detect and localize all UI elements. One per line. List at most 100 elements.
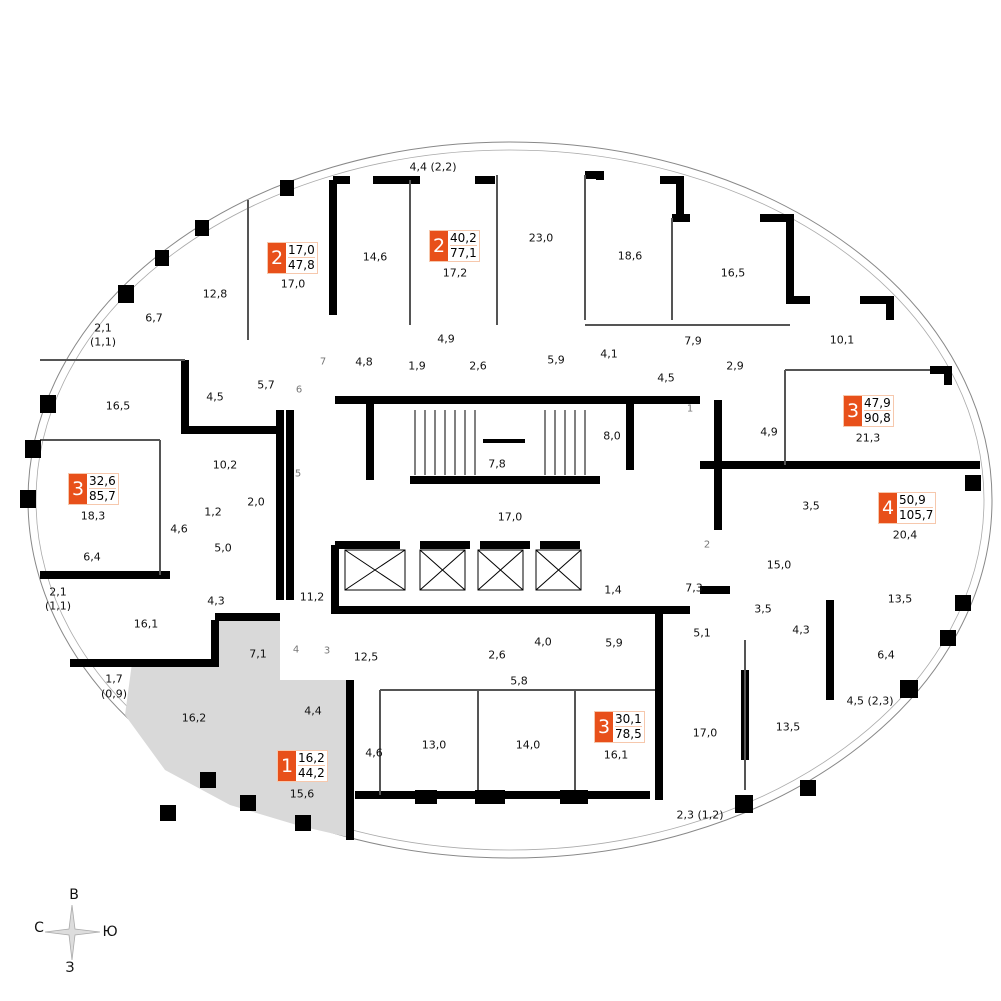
living-area: 16,2 [298, 751, 325, 766]
balcony-reduced-area: (0,9) [100, 687, 128, 701]
room-area: 12,8 [202, 287, 228, 301]
room-area: 1,9 [408, 359, 426, 373]
room-area: 2,9 [726, 359, 744, 373]
room-area: 16,2 [181, 711, 207, 725]
door-number: 4 [292, 644, 300, 656]
room-area: 17,0 [497, 510, 523, 524]
balcony-area: 2,1 [94, 321, 112, 335]
room-area: 6,7 [145, 311, 163, 325]
room-area: 21,3 [855, 431, 881, 445]
room-area: 12,5 [353, 650, 379, 664]
room-area: 4,4 [304, 704, 322, 718]
room-area: 4,8 [355, 355, 373, 369]
door-number: 2 [703, 539, 711, 551]
living-area: 50,9 [899, 493, 934, 508]
balcony-area: 1,7 [105, 672, 123, 686]
room-area: 4,3 [792, 623, 810, 637]
highlighted-apartment-1 [125, 617, 352, 838]
room-area: 1,2 [204, 505, 222, 519]
compass-north: В [69, 887, 79, 903]
balcony-reduced-area: (1,1) [44, 599, 72, 613]
room-area: 13,5 [887, 592, 913, 606]
total-area: 47,8 [288, 258, 315, 272]
room-area: 3,5 [802, 499, 820, 513]
room-area: 2,0 [247, 495, 265, 509]
partitions [40, 175, 930, 795]
balcony-area: 2,1 [49, 585, 67, 599]
room-count: 3 [595, 712, 613, 742]
room-area: 5,9 [547, 353, 565, 367]
room-area: 4,6 [365, 746, 383, 760]
room-area: 7,1 [249, 647, 267, 661]
compass-east: Ю [102, 924, 118, 940]
room-area: 2,6 [488, 648, 506, 662]
room-area: 10,2 [212, 458, 238, 472]
room-area: 13,0 [421, 738, 447, 752]
living-area: 47,9 [864, 396, 891, 411]
room-area: 5,8 [510, 674, 528, 688]
room-area: 6,4 [877, 648, 895, 662]
room-count: 2 [268, 243, 286, 273]
living-area: 17,0 [288, 243, 315, 258]
room-area: 5,9 [605, 636, 623, 650]
room-area: 16,5 [105, 399, 131, 413]
room-area: 18,3 [80, 509, 106, 523]
room-area: 3,5 [754, 602, 772, 616]
room-area: 16,1 [603, 748, 629, 762]
balcony-area: 4,5 (2,3) [846, 694, 894, 708]
room-area: 4,9 [437, 332, 455, 346]
room-count: 2 [430, 231, 448, 261]
living-area: 32,6 [89, 474, 116, 489]
living-area: 30,1 [615, 712, 642, 727]
room-area: 4,1 [600, 347, 618, 361]
room-area: 7,3 [685, 581, 703, 595]
total-area: 85,7 [89, 489, 116, 503]
room-area: 17,2 [442, 266, 468, 280]
door-number: 5 [294, 468, 302, 480]
room-area: 5,0 [214, 541, 232, 555]
room-count: 1 [278, 751, 296, 781]
door-number: 7 [319, 356, 327, 368]
room-area: 4,4 (2,2) [409, 160, 457, 174]
room-area: 23,0 [528, 231, 554, 245]
room-area: 18,6 [617, 249, 643, 263]
room-count: 3 [844, 396, 862, 426]
elevator-shafts [344, 549, 582, 591]
room-area: 13,5 [775, 720, 801, 734]
columns [20, 180, 981, 831]
room-area: 16,1 [133, 617, 159, 631]
stairs [414, 410, 586, 475]
total-area: 44,2 [298, 766, 325, 780]
room-area: 1,4 [604, 583, 622, 597]
balcony-reduced-area: (1,1) [89, 335, 117, 349]
total-area: 77,1 [450, 246, 477, 260]
room-area: 17,0 [692, 726, 718, 740]
total-area: 105,7 [899, 508, 934, 522]
room-area: 7,9 [684, 334, 702, 348]
compass-west: С [34, 920, 44, 936]
room-area: 5,7 [257, 378, 275, 392]
room-area: 11,2 [299, 590, 325, 604]
door-number: 3 [323, 645, 331, 657]
room-area: 17,0 [280, 277, 306, 291]
room-area: 6,4 [83, 550, 101, 564]
room-area: 4,6 [170, 522, 188, 536]
room-area: 2,6 [469, 359, 487, 373]
room-area: 8,0 [603, 429, 621, 443]
room-area: 7,8 [488, 457, 506, 471]
total-area: 90,8 [864, 411, 891, 425]
room-area: 14,6 [362, 250, 388, 264]
balcony-area: 2,3 (1,2) [676, 808, 724, 822]
room-area: 4,5 [657, 371, 675, 385]
living-area: 40,2 [450, 231, 477, 246]
room-area: 14,0 [515, 738, 541, 752]
room-area: 20,4 [892, 528, 918, 542]
